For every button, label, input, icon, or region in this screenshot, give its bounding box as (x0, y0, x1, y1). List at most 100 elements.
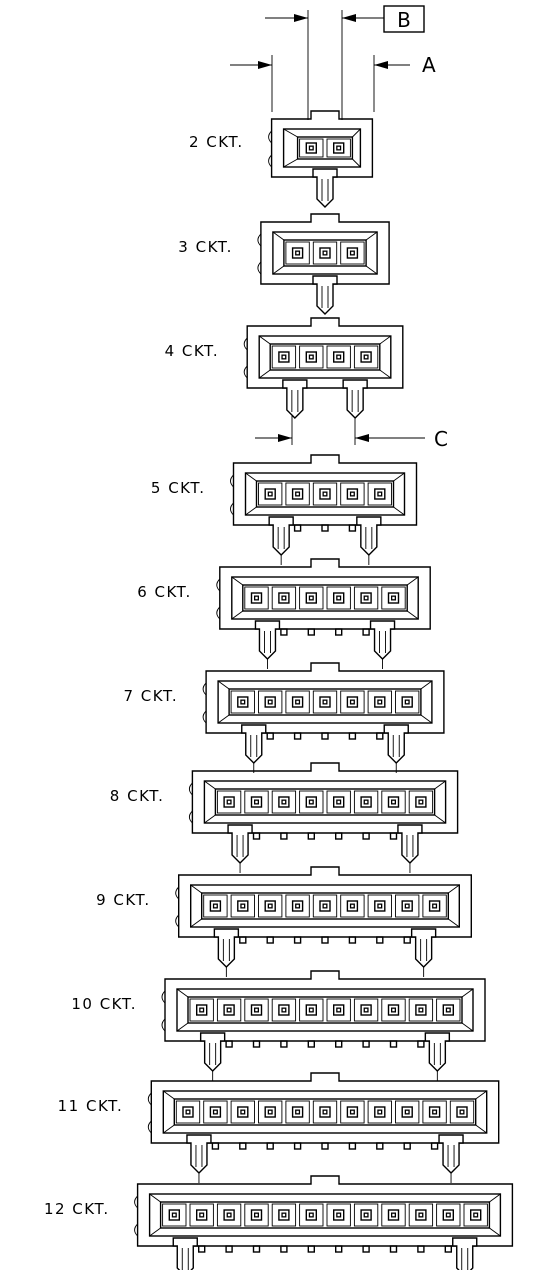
connector-variant: 10 CKT. (71, 970, 486, 1081)
terminal-pin (264, 488, 276, 500)
dimension-a-b-annotation: B A (230, 5, 436, 120)
terminal-cavity (216, 1203, 242, 1227)
terminal-cavity (216, 790, 242, 814)
terminal-cavity (367, 482, 392, 506)
pc-pin-tab (252, 832, 261, 840)
terminal-cavity (353, 790, 379, 814)
terminal-cavity (230, 894, 255, 918)
terminal-pin (415, 796, 427, 808)
terminal-pin (250, 1004, 263, 1016)
terminal-cavity (340, 482, 365, 506)
terminal-cavity (395, 894, 420, 918)
mounting-peg (186, 1134, 212, 1174)
terminal-pin (401, 696, 413, 708)
terminal-cavity (367, 690, 392, 714)
pc-pin-tab (376, 1142, 384, 1150)
terminal-cavity (353, 998, 379, 1022)
terminal-pin (415, 1209, 427, 1221)
terminal-cavity (326, 790, 351, 814)
pc-pin-tab (307, 832, 315, 840)
pc-pin-tab (239, 1142, 247, 1150)
terminal-pin (264, 900, 276, 912)
terminal-pin (168, 1209, 181, 1221)
inner-frame (282, 128, 362, 168)
pc-pin-tab (280, 1040, 288, 1048)
terminal-pin (319, 1106, 331, 1118)
mounting-peg (268, 516, 294, 556)
terminal-pin (387, 1004, 400, 1016)
pc-pin-tab (417, 1040, 425, 1048)
circuit-count-label: 11 CKT. (58, 1097, 124, 1115)
terminal-cavity (230, 690, 255, 714)
terminal-pin (319, 900, 331, 912)
mounting-peg (397, 824, 423, 864)
terminal-cavity (285, 690, 310, 714)
inner-frame (189, 884, 461, 928)
terminal-cavity (299, 1203, 324, 1227)
terminal-cavity (271, 1203, 297, 1227)
terminal-cavity (422, 894, 447, 918)
pc-pin-tab (335, 628, 343, 636)
terminal-cavity (285, 894, 310, 918)
terminal-pin (360, 1209, 372, 1221)
circuit-count-label: 2 CKT. (189, 133, 244, 151)
pc-pin-tab (389, 1245, 398, 1253)
terminal-pin (360, 1004, 372, 1016)
terminal-pin (360, 351, 372, 363)
housing-outline (219, 558, 431, 630)
terminal-cavity (312, 894, 338, 918)
mounting-peg (227, 824, 253, 864)
circuit-count-label: 7 CKT. (123, 687, 178, 705)
terminal-cavity (340, 1100, 365, 1124)
terminal-pin (291, 488, 304, 500)
terminal-cavity (244, 1203, 269, 1227)
connector-variant: 7 CKT. (123, 662, 445, 773)
terminal-cavity (408, 998, 434, 1022)
pc-pin-tab (376, 732, 384, 740)
terminal-cavity (353, 586, 379, 610)
terminal-pin (333, 796, 345, 808)
mounting-peg (424, 1032, 451, 1072)
pc-pin-tab (321, 936, 329, 944)
terminal-cavity (175, 1100, 201, 1124)
pc-pin-tab (348, 936, 357, 944)
terminal-cavity (367, 1100, 392, 1124)
terminal-pin (278, 1209, 290, 1221)
pc-pin-tab (321, 524, 329, 532)
housing-outline (136, 1175, 514, 1247)
pc-pin-tab (362, 1245, 370, 1253)
terminal-pin (209, 1106, 222, 1118)
mounting-peg (369, 620, 396, 660)
pc-pin-tab (321, 1142, 329, 1150)
pc-pin-tab (266, 732, 274, 740)
terminal-cavity (367, 894, 392, 918)
inner-frame (162, 1090, 488, 1134)
terminal-pin (237, 1106, 249, 1118)
housing-outline (164, 970, 486, 1042)
terminal-cavity (463, 1203, 488, 1227)
terminal-cavity (271, 345, 297, 369)
circuit-count-label: 10 CKT. (71, 995, 137, 1013)
pc-pin-tab (211, 1142, 220, 1150)
terminal-cavity (230, 1100, 255, 1124)
terminal-cavity (340, 894, 365, 918)
pc-pin-tab (239, 936, 247, 944)
pc-pin-tab (362, 628, 370, 636)
terminal-cavity (271, 790, 297, 814)
terminal-pin (442, 1004, 454, 1016)
terminal-pin (428, 900, 441, 912)
connector-variant: 12 CKT. (44, 1175, 514, 1270)
pc-pin-tab (293, 732, 302, 740)
terminal-cavity (216, 998, 242, 1022)
dimension-c-annotation: C (255, 415, 448, 451)
mounting-peg (312, 275, 338, 315)
terminal-pin (291, 696, 304, 708)
terminal-cavity (353, 1203, 379, 1227)
terminal-cavity (299, 998, 324, 1022)
terminal-cavity (299, 586, 324, 610)
terminal-pin (195, 1209, 208, 1221)
terminal-pin (223, 1004, 235, 1016)
terminal-pin (195, 1004, 208, 1016)
terminal-cavity (326, 586, 351, 610)
mounting-peg (213, 928, 240, 968)
